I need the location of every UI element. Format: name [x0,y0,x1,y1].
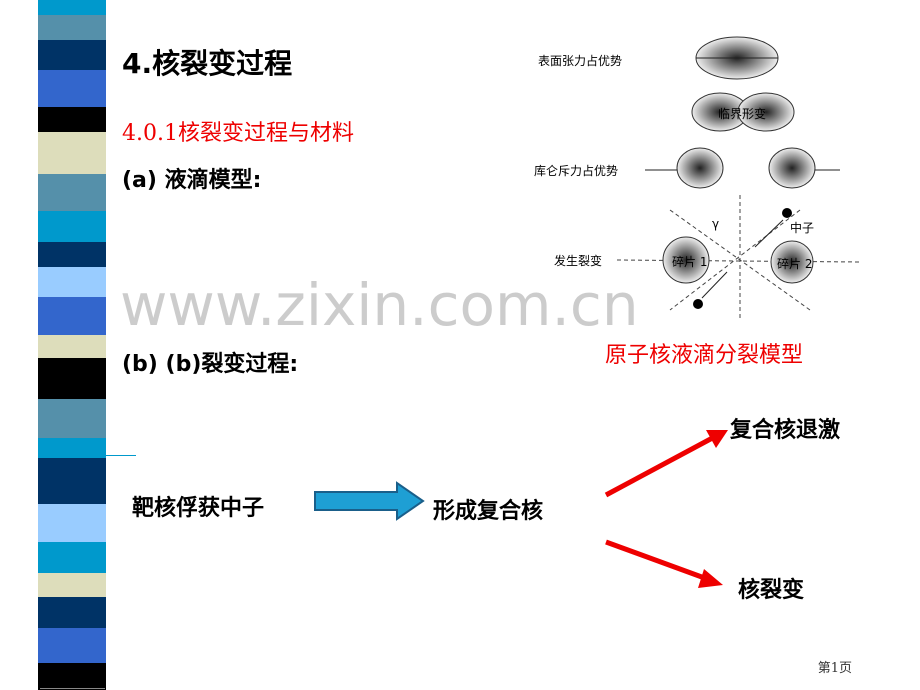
stripe [38,573,106,597]
fission-label: 发生裂变 [554,253,602,268]
stripe [38,211,106,242]
coulomb-label: 库仑斥力占优势 [534,163,618,178]
neutron-label: 中子 [790,220,814,235]
stripe [38,107,106,132]
stripe [38,542,106,573]
stripe [38,399,106,438]
liquid-drop-figure: 表面张力占优势 临界形变 库仑斥力占优势 发生裂变 γ 中子 碎片 1 碎片 2 [534,36,861,320]
figure-caption: 原子核液滴分裂模型 [605,343,804,368]
arrow-right-icon [314,481,425,521]
slide-title: 4.核裂变过程 [122,47,293,80]
stripe [38,628,106,663]
divider [40,688,105,689]
stripe [38,458,106,504]
stripe [38,15,106,40]
stripe [38,335,106,358]
branch-arrows-icon [604,430,728,588]
surface-tension-label: 表面张力占优势 [538,53,622,68]
fragment1-label: 碎片 1 [672,254,707,269]
flow-outcome-deexcitation: 复合核退激 [730,418,841,443]
divider [106,455,136,456]
stripe [38,358,106,399]
section-a-label: (a) 液滴模型: [122,168,262,193]
gamma-label: γ [712,217,719,231]
flow-step-compound: 形成复合核 [433,499,544,524]
stripe [38,132,106,174]
critical-label: 临界形变 [718,106,766,121]
decorative-stripe-bar [38,0,106,690]
section-b-label: (b) (b)裂变过程: [122,352,299,377]
flow-step-capture: 靶核俘获中子 [132,496,265,521]
flow-outcome-fission: 核裂变 [738,578,805,603]
stripe [38,438,106,458]
stripe [38,40,106,70]
stripe [38,174,106,211]
slide-subtitle: 4.0.1核裂变过程与材料 [122,121,354,146]
stripe [38,267,106,297]
watermark: www.zixin.com.cn [120,271,639,339]
stripe [38,70,106,107]
stripe [38,504,106,542]
stripe [38,242,106,267]
stripe [38,297,106,335]
stripe [38,597,106,628]
stripe [38,0,106,15]
fragment2-label: 碎片 2 [777,256,812,271]
stripe [38,663,106,690]
page-number: 第1页 [817,661,852,676]
